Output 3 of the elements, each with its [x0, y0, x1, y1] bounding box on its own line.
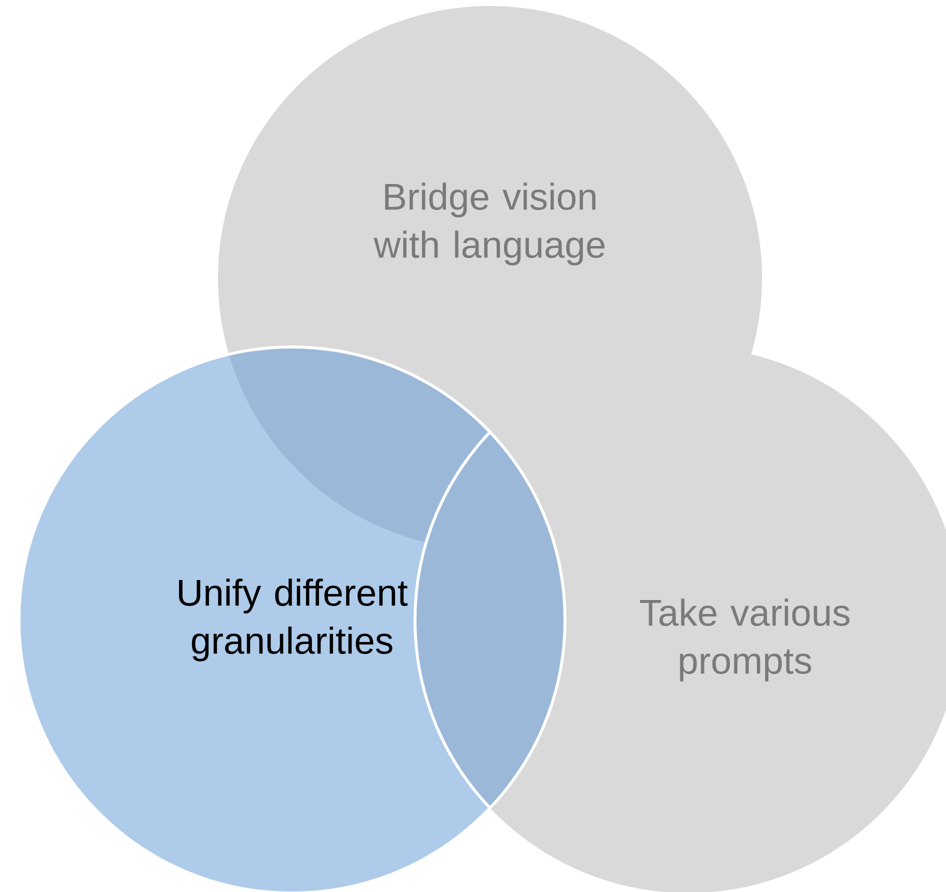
- circle-label: Unify different granularities: [179, 578, 408, 662]
- circle-label: Take various prompts: [640, 598, 850, 682]
- circle-label: Bridge vision with language: [374, 182, 604, 266]
